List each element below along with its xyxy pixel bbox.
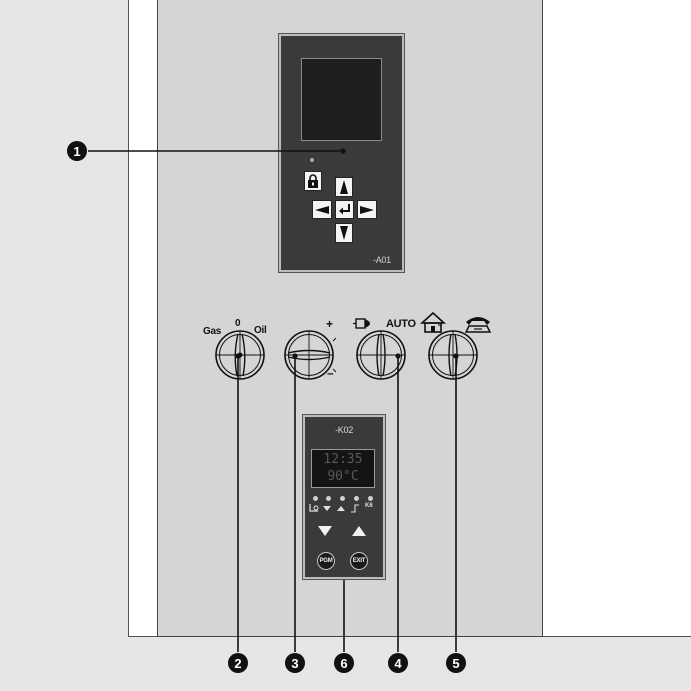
- label-plus: +: [326, 317, 333, 331]
- label-gas: Gas: [203, 326, 222, 337]
- remote-knob[interactable]: [428, 330, 478, 380]
- step-icon: [351, 504, 359, 513]
- burner-small-icon: [309, 504, 319, 512]
- k02-led-burner: [313, 496, 318, 501]
- triangle-down-icon: [318, 526, 332, 536]
- k02-led-step: [354, 496, 359, 501]
- arrow-right-icon: [360, 205, 374, 214]
- callout-5: 5: [446, 653, 466, 673]
- left-button[interactable]: [312, 200, 332, 219]
- callout-3: 3: [285, 653, 305, 673]
- callout-4: 4: [388, 653, 408, 673]
- k02-display-line-2: 90°C: [327, 469, 359, 484]
- callout-2: 2: [228, 653, 248, 673]
- label-auto: AUTO: [386, 318, 416, 330]
- k02-up-button[interactable]: [352, 523, 366, 541]
- enter-button[interactable]: [335, 200, 354, 219]
- down-triangle-icon: [323, 506, 331, 511]
- label-oil: Oil: [254, 325, 267, 336]
- up-button[interactable]: [335, 177, 353, 197]
- k02-led-symbols: [309, 504, 359, 513]
- k02-led-k6: [368, 496, 373, 501]
- triangle-up-icon: [352, 526, 366, 536]
- callout-6: 6: [334, 653, 354, 673]
- callout-1: 1: [67, 141, 87, 161]
- telephone-icon: [464, 317, 492, 333]
- k02-label: -K02: [335, 425, 353, 435]
- pgm-button[interactable]: PGM: [317, 552, 335, 570]
- k02-led-down: [326, 496, 331, 501]
- k02-down-button[interactable]: [318, 523, 332, 541]
- lock-button[interactable]: [304, 171, 322, 191]
- label-zero: 0: [235, 318, 241, 329]
- lock-icon: [308, 174, 318, 188]
- house-icon: [419, 311, 447, 333]
- arrow-up-icon: [340, 180, 348, 194]
- k02-led-up: [340, 496, 345, 501]
- a01-display: [301, 58, 382, 141]
- enter-icon: [338, 204, 350, 215]
- up-triangle-icon: [337, 506, 345, 511]
- arrow-left-icon: [315, 205, 329, 214]
- right-button[interactable]: [357, 200, 377, 219]
- down-button[interactable]: [335, 223, 353, 243]
- burner-icon: [353, 318, 370, 329]
- temperature-knob[interactable]: [284, 330, 337, 380]
- k02-display: [311, 449, 375, 488]
- k02-led-k6-label: K6: [365, 503, 373, 509]
- arrow-down-icon: [340, 226, 348, 240]
- exit-button[interactable]: EXIT: [350, 552, 368, 570]
- label-minus: –: [327, 366, 334, 380]
- a01-status-led: [310, 158, 314, 162]
- a01-label: -A01: [373, 255, 391, 265]
- k02-display-line-1: 12:35: [323, 452, 363, 467]
